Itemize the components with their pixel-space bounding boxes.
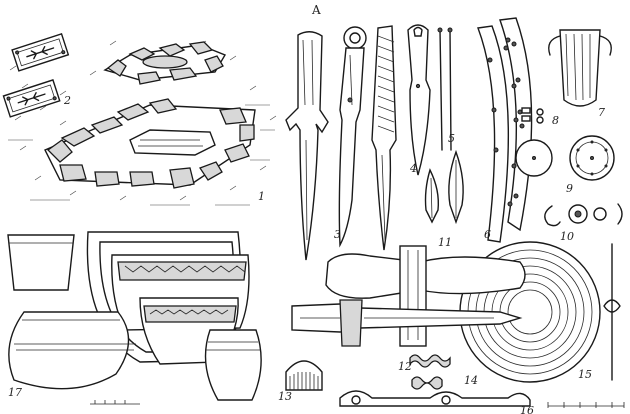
figure-number-14: 14 (464, 374, 478, 387)
figure-number-16: 16 (520, 404, 534, 414)
dagger-drawing (285, 31, 329, 261)
handled-cup-drawing (548, 29, 612, 107)
loop-knife-drawing (407, 24, 431, 176)
figure-number-4: 4 (409, 162, 417, 175)
belt-plaque-drawing (2, 32, 70, 118)
figure-number-13: 13 (278, 390, 292, 403)
scale-bar (547, 402, 625, 408)
pottery-vessels-drawing (7, 231, 262, 405)
figure-number-1: 1 (258, 190, 265, 203)
ring-knife-drawing (338, 26, 367, 248)
section-letter: A (311, 3, 321, 17)
bone-plate-drawing (477, 17, 533, 243)
figure-number-9: 9 (566, 182, 573, 195)
figure-number-11: 11 (438, 236, 452, 249)
twisted-knife-drawing (371, 25, 397, 251)
twisted-ornaments-drawing (409, 354, 451, 390)
comb-drawing (285, 360, 323, 391)
figure-number-17: 17 (8, 386, 22, 399)
rings-drawing (544, 203, 623, 227)
figure-number-8: 8 (552, 114, 559, 127)
battle-axe-drawing (291, 245, 526, 347)
figure-number-12: 12 (398, 360, 412, 373)
buckle-bar-drawing (339, 390, 531, 407)
figure-number-2: 2 (63, 94, 71, 107)
arrowheads-drawing (424, 149, 464, 225)
figure-number-3: 3 (334, 228, 341, 241)
figure-number-10: 10 (560, 230, 574, 243)
figure-number-15: 15 (578, 368, 592, 381)
figure-number-7: 7 (598, 106, 605, 119)
discs-drawing (515, 135, 615, 181)
beads-drawing (521, 107, 544, 124)
figure-number-6: 6 (484, 228, 491, 241)
figure-number-5: 5 (448, 132, 455, 145)
burial-enclosure-drawing (5, 40, 277, 206)
awls-drawing (437, 27, 453, 151)
